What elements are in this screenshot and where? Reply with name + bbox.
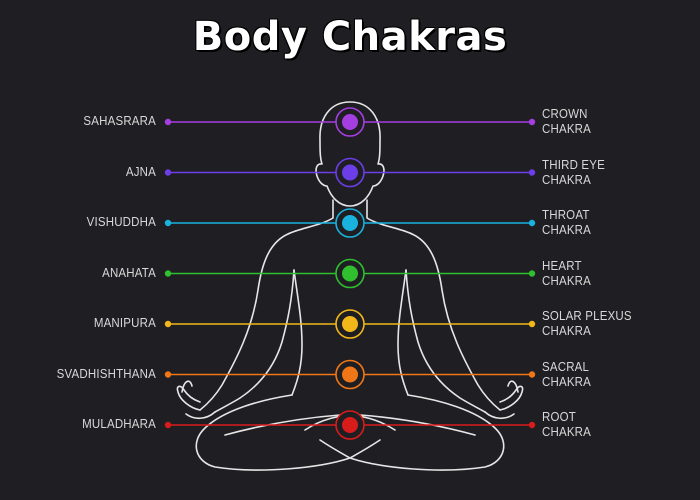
chakra-name-vishuddha: THROAT (542, 208, 590, 222)
chakra-name-ajna: THIRD EYE (542, 157, 606, 172)
chakra-ring-svadhishthana (335, 359, 365, 390)
neck-left (287, 199, 334, 235)
right-endpoint-dot-muladhara (528, 421, 536, 429)
left-endpoint-dot-svadhishthana (164, 371, 172, 378)
right-endpoint-dot-svadhishthana (528, 371, 536, 378)
chakra-name-suffix-manipura: CHAKRA (542, 324, 592, 338)
chakra-dot-sahasrara (342, 114, 358, 130)
chakra-dot-muladhara (342, 417, 358, 433)
sanskrit-label-ajna: AJNA (125, 164, 156, 179)
right-endpoint-dot-vishuddha (528, 219, 536, 227)
right-endpoint-dot-sahasrara (528, 118, 536, 126)
left-endpoint-dot-ajna (164, 169, 172, 176)
right-endpoint-dot-ajna (528, 169, 536, 176)
chakra-name-suffix-ajna: CHAKRA (542, 172, 592, 187)
meditating-body-outline (176, 101, 524, 471)
chakra-name-suffix-vishuddha: CHAKRA (542, 223, 592, 237)
sanskrit-label-muladhara: MULADHARA (82, 417, 156, 431)
left-endpoint-dot-muladhara (164, 421, 172, 429)
chakra-name-manipura: SOLAR PLEXUS (542, 309, 632, 323)
sanskrit-label-svadhishthana: SVADHISHTHANA (56, 366, 157, 381)
legs-center (319, 439, 381, 459)
left-endpoint-dot-vishuddha (164, 219, 172, 227)
right-endpoint-dot-anahata (528, 270, 536, 277)
sanskrit-label-vishuddha: VISHUDDHA (86, 215, 156, 229)
chakra-name-suffix-svadhishthana: CHAKRA (542, 374, 592, 389)
chakra-ring-anahata (335, 258, 365, 289)
right-hand (484, 380, 524, 420)
head-outline (315, 101, 385, 207)
sanskrit-label-manipura: MANIPURA (93, 316, 156, 330)
page-title: Body Chakras (192, 14, 508, 60)
left-endpoint-dot-manipura (164, 320, 172, 328)
right-arm-outer (411, 233, 501, 411)
chakra-dot-vishuddha (342, 215, 358, 231)
neck-right (366, 199, 413, 235)
chakra-dot-svadhishthana (342, 366, 358, 383)
chakra-name-muladhara: ROOT (542, 410, 576, 424)
chakra-name-svadhishthana: SACRAL (542, 359, 590, 374)
left-endpoint-dot-anahata (164, 270, 172, 277)
sanskrit-label-anahata: ANAHATA (102, 265, 156, 280)
right-endpoint-dot-manipura (528, 320, 536, 328)
chakra-dot-manipura (342, 316, 358, 332)
left-hand (176, 380, 216, 420)
sanskrit-label-sahasrara: SAHASRARA (83, 114, 156, 128)
chakra-name-suffix-anahata: CHAKRA (542, 273, 592, 288)
chakra-ring-muladhara (335, 410, 365, 440)
legs-inner-right (304, 414, 476, 436)
chakra-dot-anahata (342, 265, 358, 282)
torso-left (291, 269, 303, 396)
left-arm-inner (214, 269, 295, 413)
chakra-name-suffix-muladhara: CHAKRA (542, 425, 592, 439)
chakra-name-anahata: HEART (542, 258, 582, 273)
chakra-dot-ajna (342, 164, 358, 181)
legs-inner-left (224, 414, 396, 436)
left-endpoint-dot-sahasrara (164, 118, 172, 126)
chakra-ring-manipura (335, 309, 365, 339)
chakra-ring-sahasrara (335, 107, 365, 137)
torso-right (397, 269, 409, 396)
chakra-ring-ajna (335, 157, 365, 188)
chakra-name-suffix-sahasrara: CHAKRA (542, 122, 592, 136)
chakra-ring-vishuddha (335, 208, 365, 238)
right-arm-inner (405, 269, 486, 413)
left-arm-outer (199, 233, 289, 411)
chakra-name-sahasrara: CROWN (542, 107, 588, 121)
